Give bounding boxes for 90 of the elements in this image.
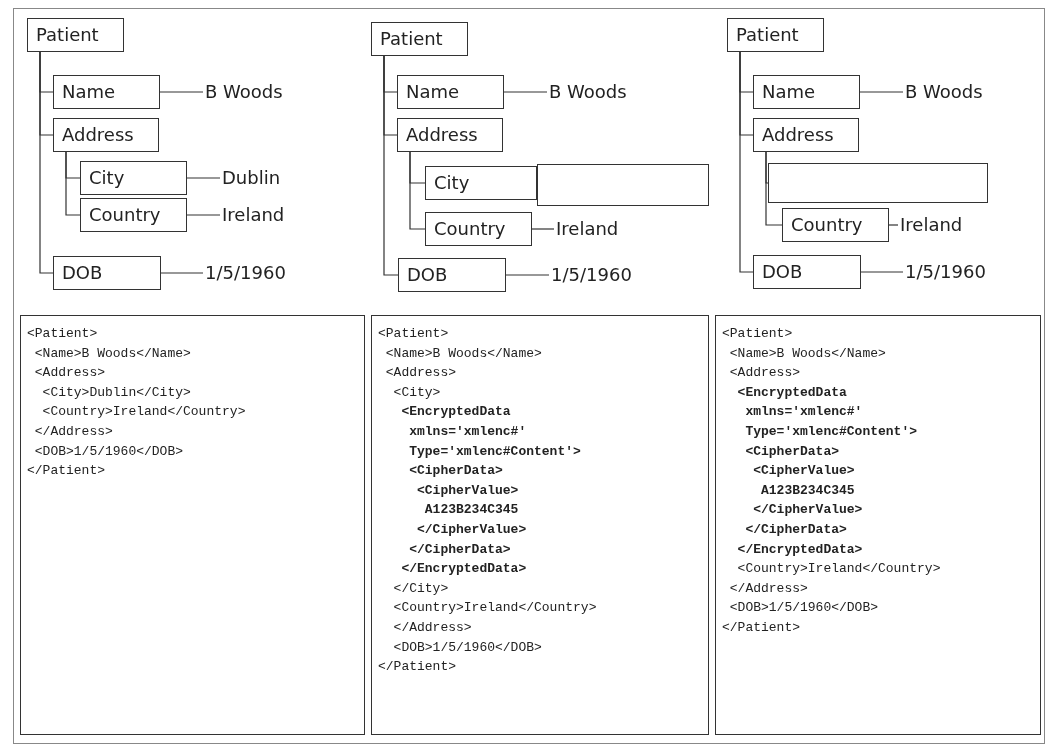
element-box: Address bbox=[753, 118, 859, 152]
code-panel bbox=[20, 315, 365, 735]
value-text: 1/5/1960 bbox=[551, 263, 632, 287]
code-line: </EncryptedData> bbox=[736, 540, 864, 559]
code-line: A123B234C345 bbox=[423, 501, 520, 520]
value-text: 1/5/1960 bbox=[205, 261, 286, 285]
code-line: </CipherValue> bbox=[416, 520, 528, 539]
element-box: City bbox=[80, 161, 187, 195]
code-line: <DOB>1/5/1960</DOB> bbox=[33, 442, 185, 461]
code-line: <Name>B Woods</Name> bbox=[33, 344, 192, 363]
code-line: </Address> bbox=[392, 618, 473, 637]
element-box: Address bbox=[397, 118, 503, 152]
code-line: xmlns='xmlenc#' bbox=[408, 422, 528, 441]
connector-line bbox=[531, 228, 555, 230]
value-text: 1/5/1960 bbox=[905, 260, 986, 284]
code-line: <Address> bbox=[33, 364, 106, 383]
code-line: A123B234C345 bbox=[760, 481, 856, 500]
value-text: Ireland bbox=[900, 213, 963, 237]
connector-line bbox=[186, 214, 221, 216]
code-line: </City> bbox=[392, 579, 450, 598]
element-box: Country bbox=[782, 208, 889, 242]
code-line: <Name>B Woods</Name> bbox=[384, 344, 543, 363]
code-line: <City>Dublin</City> bbox=[41, 383, 192, 402]
connector-line bbox=[859, 91, 904, 93]
code-line: </Address> bbox=[33, 422, 114, 441]
code-line: <City> bbox=[392, 383, 442, 402]
code-line: <DOB>1/5/1960</DOB> bbox=[392, 638, 543, 657]
code-line: <Name>B Woods</Name> bbox=[728, 344, 887, 363]
element-box: Country bbox=[425, 212, 532, 246]
connector-line bbox=[186, 177, 221, 179]
code-line: <CipherValue> bbox=[416, 481, 520, 500]
empty-box bbox=[768, 163, 988, 203]
element-box: Address bbox=[53, 118, 159, 152]
connector-line bbox=[160, 272, 204, 274]
code-line: xmlns='xmlenc#' bbox=[744, 403, 864, 422]
element-box: DOB bbox=[753, 255, 861, 289]
connector-line bbox=[39, 51, 54, 274]
code-line: </Patient> bbox=[27, 462, 106, 481]
code-line: </CipherData> bbox=[744, 520, 848, 539]
element-box: City bbox=[425, 166, 537, 200]
element-box: Name bbox=[397, 75, 504, 109]
code-panel bbox=[371, 315, 709, 735]
element-box: DOB bbox=[53, 256, 161, 290]
connector-line bbox=[765, 151, 783, 226]
connector-line bbox=[383, 55, 399, 276]
code-line: </Patient> bbox=[378, 658, 457, 677]
code-line: <Address> bbox=[728, 364, 801, 383]
code-line: <Address> bbox=[384, 364, 457, 383]
element-box: Patient bbox=[371, 22, 468, 56]
element-box: Name bbox=[753, 75, 860, 109]
code-line: <Patient> bbox=[27, 325, 99, 343]
element-box: Name bbox=[53, 75, 160, 109]
element-box: Patient bbox=[27, 18, 124, 52]
connector-line bbox=[860, 271, 904, 273]
connector-line bbox=[409, 151, 426, 230]
value-text: Ireland bbox=[222, 203, 285, 227]
code-line: <DOB>1/5/1960</DOB> bbox=[728, 599, 880, 618]
value-text: B Woods bbox=[905, 80, 983, 104]
empty-box bbox=[537, 164, 709, 206]
connector-line bbox=[739, 51, 754, 273]
code-line: <CipherData> bbox=[408, 462, 504, 481]
code-line: </CipherValue> bbox=[752, 501, 864, 520]
value-text: B Woods bbox=[205, 80, 283, 104]
code-line: </Patient> bbox=[722, 618, 801, 637]
connector-line bbox=[505, 274, 550, 276]
connector-line bbox=[65, 151, 81, 216]
code-line: <CipherValue> bbox=[752, 462, 856, 481]
code-line: <Country>Ireland</Country> bbox=[392, 599, 598, 618]
element-box: DOB bbox=[398, 258, 506, 292]
element-box: Patient bbox=[727, 18, 824, 52]
connector-line bbox=[159, 91, 204, 93]
code-line: </CipherData> bbox=[408, 540, 512, 559]
connector-line bbox=[888, 224, 899, 226]
code-line: </EncryptedData> bbox=[400, 560, 528, 579]
element-box: Country bbox=[80, 198, 187, 232]
code-line: <Country>Ireland</Country> bbox=[736, 560, 942, 579]
code-line: <EncryptedData bbox=[736, 383, 848, 402]
code-panel bbox=[715, 315, 1041, 735]
value-text: Ireland bbox=[556, 217, 619, 241]
code-line: <Country>Ireland</Country> bbox=[41, 403, 247, 422]
code-line: <Patient> bbox=[378, 325, 450, 343]
code-line: <Patient> bbox=[722, 325, 794, 343]
code-line: </Address> bbox=[728, 579, 809, 598]
value-text: Dublin bbox=[222, 166, 281, 190]
code-line: Type='xmlenc#Content'> bbox=[408, 442, 582, 461]
connector-line bbox=[503, 91, 548, 93]
value-text: B Woods bbox=[549, 80, 627, 104]
code-line: Type='xmlenc#Content'> bbox=[744, 422, 919, 441]
code-line: <CipherData> bbox=[744, 442, 840, 461]
code-line: <EncryptedData bbox=[400, 403, 512, 422]
